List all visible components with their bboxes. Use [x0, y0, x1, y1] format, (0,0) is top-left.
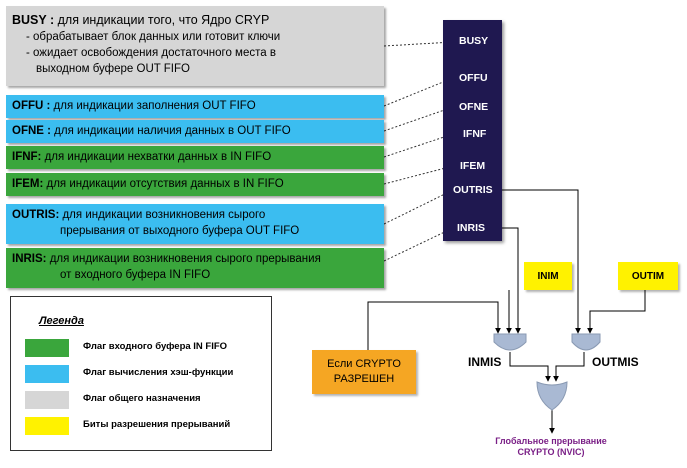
legend-title: Легенда [39, 315, 84, 327]
bit-ofne: OFNE [459, 101, 489, 113]
connector-ofne [383, 105, 454, 132]
offu-description: OFFU : для индикации заполнения OUT FIFO [6, 95, 384, 118]
legend-item-general: Флаг общего назначения [25, 391, 265, 409]
wire-outmis-or [553, 352, 585, 382]
legend-swatch-enable [25, 417, 69, 435]
global-interrupt-label: Глобальное прерывание CRYPTO (NVIC) [476, 436, 626, 458]
inris-line2: от входного буфера IN FIFO [60, 269, 211, 281]
legend-swatch-hash [25, 365, 69, 383]
enable-line1: Если CRYPTO [327, 358, 401, 370]
legend-label-enable: Биты разрешения прерываний [83, 419, 231, 430]
busy-line4: выходном буфере OUT FIFO [36, 63, 190, 75]
ifem-name: IFEM: [12, 178, 44, 190]
legend-label-general: Флаг общего назначения [83, 393, 201, 404]
ifem-text: для индикации отсутствия данных в IN FIF… [43, 178, 284, 190]
connector-offu [383, 77, 454, 107]
bit-ifnf: IFNF [463, 128, 487, 140]
busy-line2: - обрабатывает блок данных или готовит к… [26, 31, 281, 43]
outris-name: OUTRIS: [12, 209, 60, 221]
offu-name: OFFU : [12, 100, 51, 112]
bit-outris: OUTRIS [453, 184, 493, 196]
inmis-label: INMIS [468, 355, 502, 369]
status-register [443, 20, 502, 241]
ifnf-description: IFNF: для индикации нехватки данных в IN… [6, 146, 384, 169]
bit-busy: BUSY [459, 35, 489, 47]
bit-inris: INRIS [457, 222, 486, 234]
connector-ifnf [383, 132, 454, 158]
busy-line3: - ожидает освобождения достаточного мест… [26, 47, 276, 59]
legend-label-in-fifo: Флаг входного буфера IN FIFO [83, 341, 228, 352]
inim-label: INIM [537, 270, 559, 282]
ifem-description: IFEM: для индикации отсутствия данных в … [6, 173, 384, 196]
bit-ifem: IFEM [460, 160, 486, 172]
crypto-enable-box: Если CRYPTO РАЗРЕШЕН [312, 350, 416, 394]
legend: Легенда Флаг входного буфера IN FIFO Фла… [10, 296, 272, 451]
and-gate-outmis [571, 333, 601, 351]
ifnf-text: для индикации нехватки данных в IN FIFO [41, 151, 272, 163]
inim-bit: INIM [524, 262, 572, 290]
global-line2: CRYPTO (NVIC) [517, 447, 585, 457]
ofne-name: OFNE : [12, 125, 51, 137]
or-gate [536, 381, 568, 411]
ifnf-name: IFNF: [12, 151, 42, 163]
connector-busy [383, 39, 454, 47]
wire-enable [367, 301, 501, 350]
inris-name: INRIS: [12, 253, 47, 265]
inris-description: INRIS: для индикации возникновения сырог… [6, 248, 384, 288]
outim-label: OUTIM [631, 270, 665, 282]
ofne-text: для индикации наличия данных в OUT FIFO [50, 125, 291, 137]
legend-swatch-general [25, 391, 69, 409]
global-line1: Глобальное прерывание [495, 436, 607, 446]
legend-swatch-in-fifo [25, 339, 69, 357]
legend-label-hash: Флаг вычисления хэш-функции [83, 367, 234, 378]
legend-item-hash: Флаг вычисления хэш-функции [25, 365, 265, 383]
legend-item-in-fifo: Флаг входного буфера IN FIFO [25, 339, 265, 357]
ofne-description: OFNE : для индикации наличия данных в OU… [6, 120, 384, 143]
outris-description: OUTRIS: для индикации возникновения сыро… [6, 204, 384, 244]
busy-description: BUSY : для индикации того, что Ядро CRYP… [6, 6, 384, 86]
wire-inris [494, 227, 521, 334]
wire-inmis-or [509, 352, 551, 382]
offu-text: для индикации заполнения OUT FIFO [50, 100, 256, 112]
outim-bit: OUTIM [618, 262, 678, 290]
and-gate-inmis [493, 333, 527, 351]
enable-line2: РАЗРЕШЕН [333, 373, 395, 385]
connector-outris [383, 189, 454, 225]
outris-text: для индикации возникновения сырого [59, 209, 266, 221]
wire-outris [494, 189, 581, 334]
inris-text: для индикации возникновения сырого преры… [46, 253, 321, 265]
legend-item-enable: Биты разрешения прерываний [25, 417, 265, 435]
busy-text: для индикации того, что Ядро CRYP [54, 13, 270, 27]
connector-inris [383, 227, 454, 262]
wire-outim [587, 290, 646, 334]
busy-name: BUSY : [12, 13, 55, 27]
outris-line2: прерывания от выходного буфера OUT FIFO [60, 225, 300, 237]
outmis-label: OUTMIS [592, 355, 639, 369]
bit-offu: OFFU [459, 72, 488, 84]
